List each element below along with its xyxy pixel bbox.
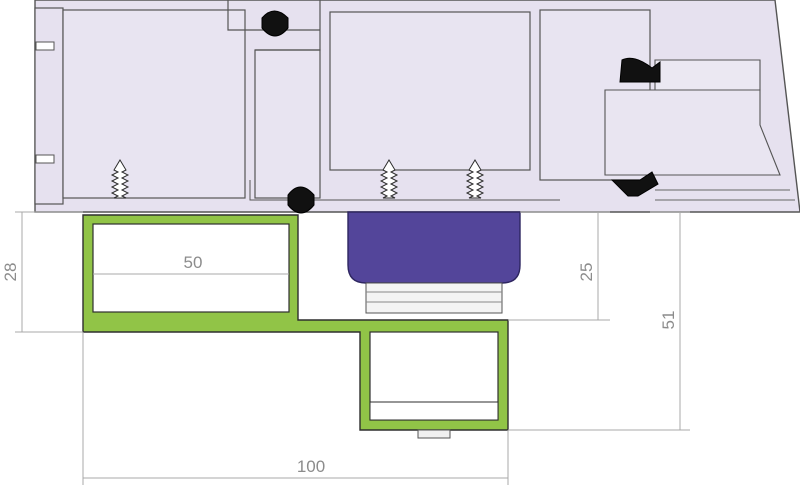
dim-inner-width: 50 bbox=[184, 253, 203, 272]
dim-total-width: 100 bbox=[297, 457, 325, 476]
dim-mid-height: 25 bbox=[577, 263, 596, 282]
window-frame-profile bbox=[34, 0, 800, 213]
gasket-seals bbox=[261, 10, 661, 214]
dim-right-height: 51 bbox=[659, 311, 678, 330]
gasket-block bbox=[347, 211, 521, 314]
adaptor-profile bbox=[82, 214, 509, 439]
dimension-lines bbox=[15, 211, 690, 485]
dim-left-height: 28 bbox=[1, 263, 20, 282]
